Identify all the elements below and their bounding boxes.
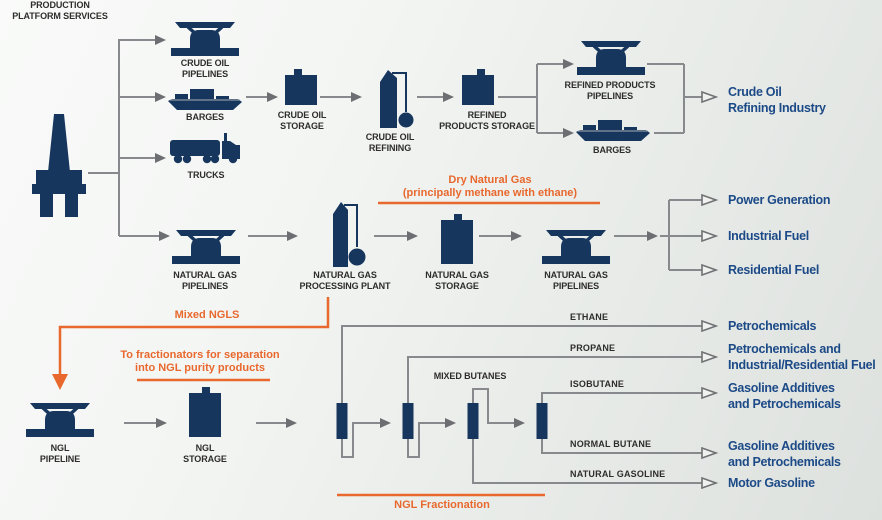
motor-gasoline-destination: Motor Gasoline [728, 476, 815, 490]
refined-products-storage-icon [462, 69, 494, 105]
ngl-fractionation-label: NGL Fractionation [394, 499, 490, 511]
natural-gas-storage-icon [441, 214, 473, 264]
ethane-label: ETHANE [570, 312, 609, 322]
natural-gasoline-label: NATURAL GASOLINE [570, 469, 666, 479]
normal-butane-destination: Gasoline Additives and Petrochemicals [728, 439, 841, 469]
fractionation-tower-4 [536, 403, 548, 439]
barges-label: BARGES [186, 112, 224, 122]
trucks-label: TRUCKS [187, 170, 225, 180]
industrial-fuel-destination: Industrial Fuel [728, 229, 809, 243]
refined-products-pipelines-icon [577, 41, 645, 75]
crude-pipelines-label: CRUDE OIL PIPELINES [180, 58, 230, 79]
refined-pipelines-label: REFINED PRODUCTS PIPELINES [564, 80, 656, 101]
icons [26, 22, 650, 439]
bracket-refined-merge [647, 63, 685, 134]
mixed-ngls-path [58, 201, 600, 497]
crude-oil-refining-icon [380, 70, 414, 128]
crude-oil-pipelines-icon [171, 22, 239, 56]
ng-plant-label: NATURAL GAS PROCESSING PLANT [299, 270, 391, 291]
crude-industry-destination: Crude Oil Refining Industry [728, 85, 826, 115]
line-tower2-to-tower3 [407, 418, 456, 458]
isobutane-label: ISOBUTANE [570, 379, 625, 389]
ngl-pipeline-label: NGL PIPELINE [39, 443, 81, 464]
line-isobutane [541, 393, 702, 403]
power-generation-destination: Power Generation [728, 193, 831, 207]
petrochemicals-destination: Petrochemicals [728, 319, 817, 333]
fractionation-tower-1 [336, 403, 348, 439]
natural-gas-processing-plant-icon [333, 202, 366, 267]
line-mixed-butanes [472, 388, 525, 428]
natural-gas-pipelines-in-icon [172, 230, 240, 264]
crude-refining-label: CRUDE OIL REFINING [365, 132, 415, 153]
propane-destination: Petrochemicals and Industrial/Residentia… [728, 342, 876, 372]
orange-arrowhead [52, 374, 68, 390]
fractionation-tower-2 [402, 403, 414, 439]
natural-gas-pipelines-out-icon [542, 230, 610, 264]
bracket-gas-outputs [660, 200, 670, 270]
production-platform-icon [32, 114, 86, 217]
ngl-storage-label: NGL STORAGE [183, 443, 227, 464]
orange-route-line [58, 297, 330, 375]
mixed-butanes-label: MIXED BUTANES [433, 371, 507, 381]
ngl-storage-icon [189, 387, 221, 437]
flow-lines [88, 35, 702, 483]
line-propane [407, 357, 702, 403]
barges-out-icon [576, 120, 650, 141]
ng-storage-label: NATURAL GAS STORAGE [425, 270, 489, 291]
isobutane-destination: Gasoline Additives and Petrochemicals [728, 381, 841, 411]
crude-storage-label: CRUDE OIL STORAGE [277, 110, 327, 131]
crude-oil-storage-icon [285, 69, 317, 105]
dry-gas-note: Dry Natural Gas (principally methane wit… [402, 174, 578, 199]
platform-label: PRODUCTION PLATFORM SERVICES [12, 0, 108, 21]
ngl-pipeline-icon [26, 403, 94, 437]
line-normal-butane [541, 438, 702, 453]
fractionation-tower-3 [467, 403, 479, 439]
line-ethane [341, 326, 702, 403]
normal-butane-label: NORMAL BUTANE [570, 439, 652, 449]
barges-out-label: BARGES [593, 145, 631, 155]
residential-fuel-destination: Residential Fuel [728, 263, 820, 277]
propane-label: PROPANE [570, 343, 616, 353]
mixed-ngls-note: Mixed NGLS [174, 309, 240, 321]
trucks-icon [170, 133, 240, 164]
ng-pipelines-in-label: NATURAL GAS PIPELINES [173, 270, 237, 291]
line-natural-gasoline [472, 438, 702, 483]
barges-icon [168, 89, 242, 110]
fractionators-note: To fractionators for separation into NGL… [120, 349, 280, 374]
line-tower1-to-tower2 [341, 418, 391, 458]
bracket-refined-split [498, 64, 538, 133]
ng-pipelines-out-label: NATURAL GAS PIPELINES [544, 270, 608, 291]
refined-storage-label: REFINED PRODUCTS STORAGE [439, 110, 535, 131]
